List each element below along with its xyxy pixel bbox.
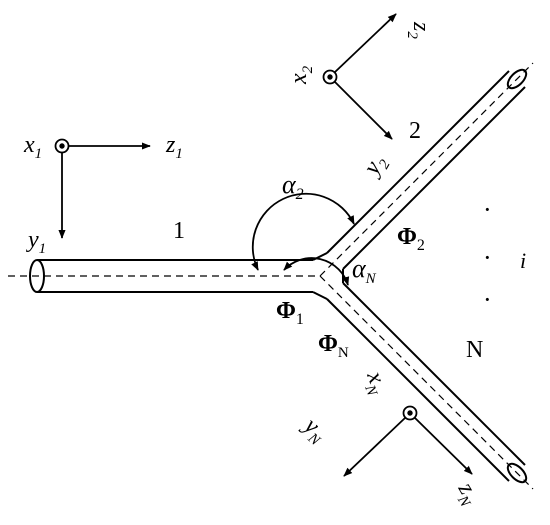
frame-n-y-arrow: [343, 417, 406, 477]
tube-n-end-cap: [506, 462, 528, 484]
frame-2-origin-dot-icon: [327, 74, 333, 80]
coordinate-frames: [54, 13, 473, 477]
frame-n-origin-dot-icon: [407, 410, 413, 416]
ellipsis-dot-bottom: ·: [483, 285, 492, 314]
ellipsis-dot-top: ·: [483, 195, 492, 224]
tube-2-upper-wall: [326, 70, 510, 254]
tube-2-end-cap: [506, 68, 528, 90]
angle-alpha-n-label: αN: [352, 254, 377, 287]
labels: 1 2 N i · · · α2 αN Φ1 Φ2 ΦN x1 z1 y1 z2…: [23, 21, 526, 511]
frame-2-x-label: x2: [286, 65, 316, 85]
angle-arc-alpha-n: [283, 257, 350, 286]
tube-2-lower-wall: [342, 86, 526, 270]
flux-phi-2-label: Φ2: [397, 224, 425, 254]
centerline-branch-2: [319, 62, 534, 277]
frame-1-origin-dot-icon: [59, 143, 65, 149]
frame-n-z-arrow: [414, 417, 473, 475]
frame-2-z-label: z2: [404, 21, 434, 39]
frame-1-z-label: z1: [165, 132, 183, 162]
frame-2-y-label: y2: [358, 150, 394, 183]
branch-n-label: N: [466, 337, 483, 363]
frame-n-z-label: zN: [449, 477, 486, 510]
tube-1-end-cap: [29, 259, 45, 293]
tube-n-upper-wall: [342, 282, 526, 466]
frame-1-y-label: y1: [26, 227, 46, 257]
angle-arc-alpha-2: [251, 192, 355, 271]
angle-alpha-2-label: α2: [282, 170, 304, 203]
frame-2-y-arrow: [334, 81, 393, 140]
frame-n-x-label: xN: [357, 367, 393, 399]
tube-n-lower-wall: [326, 298, 510, 482]
frame-2-origin-icon: [322, 69, 338, 85]
branch-2-label: 2: [409, 118, 421, 144]
angle-arcs: [251, 192, 355, 286]
frame-2-z-arrow: [334, 13, 397, 73]
branch-i-label: i: [520, 248, 526, 273]
flux-phi-1-label: Φ1: [276, 298, 304, 328]
frame-1-x-label: x1: [23, 132, 42, 162]
centerline-branch-n: [319, 275, 534, 490]
frame-1-origin-icon: [54, 138, 70, 154]
centerlines: [8, 62, 534, 490]
frame-n-origin-icon: [402, 405, 418, 421]
junction-bottom: [312, 291, 328, 300]
ellipsis-dot-middle: ·: [483, 243, 492, 272]
flux-phi-n-label: ΦN: [318, 331, 349, 361]
frame-n-y-label: yN: [295, 411, 332, 449]
branch-1-label: 1: [173, 218, 185, 244]
